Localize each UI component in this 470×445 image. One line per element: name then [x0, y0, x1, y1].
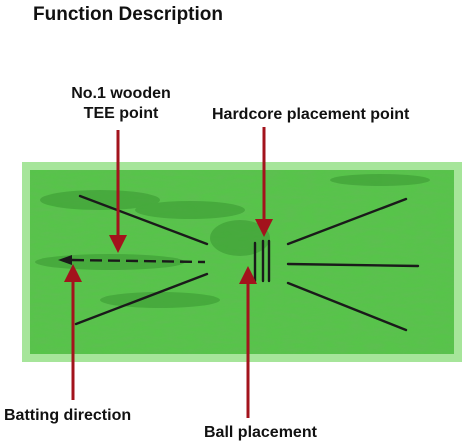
annotation-arrows	[64, 127, 273, 418]
tee-point-label: No.1 wooden TEE point	[52, 84, 190, 124]
batting-direction-line	[58, 255, 206, 265]
ball-placement-label: Ball placement	[204, 424, 317, 441]
batting-direction-label: Batting direction	[4, 407, 132, 424]
tee-point-label-line1: No.1 wooden	[71, 85, 171, 102]
tee-point-label-line2: TEE point	[83, 105, 159, 122]
guide-lines	[74, 194, 420, 332]
hardcore-point-label: Hardcore placement point	[212, 106, 410, 123]
page-title: Function Description	[33, 4, 223, 25]
